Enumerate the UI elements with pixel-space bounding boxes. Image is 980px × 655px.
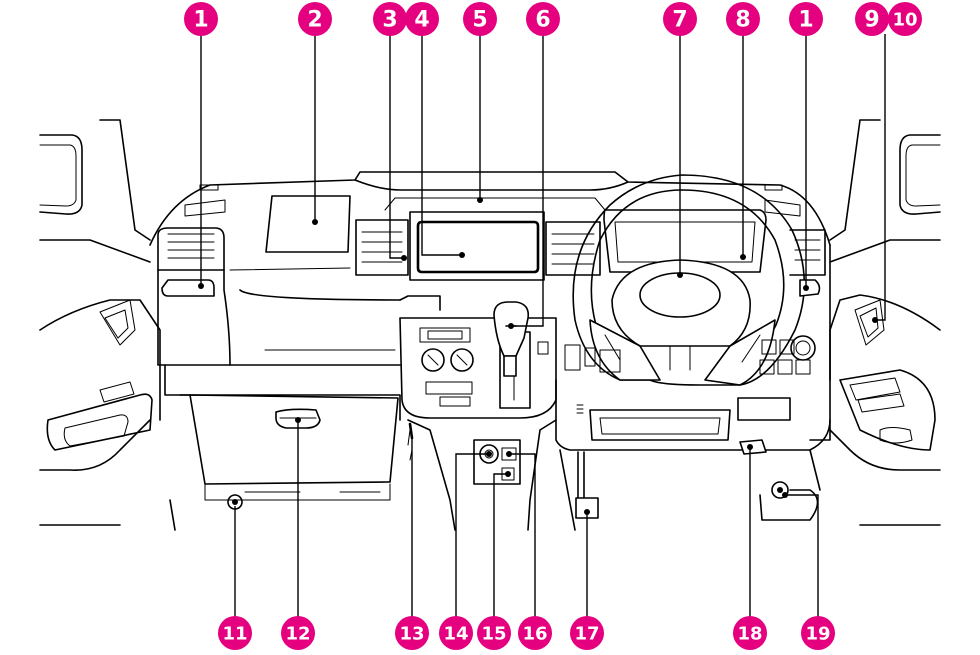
callout-badge-circle bbox=[570, 616, 604, 650]
callout-badge-16: 16 bbox=[518, 616, 552, 650]
center-right-vent bbox=[545, 221, 601, 276]
callout-badge-14: 14 bbox=[439, 616, 473, 650]
callout-badge-circle bbox=[463, 2, 497, 36]
callout-badge-circle bbox=[439, 616, 473, 650]
callout-badge-number: 19 bbox=[805, 624, 830, 645]
callout-badge-1: 1 bbox=[184, 2, 218, 36]
callout-badge-number: 11 bbox=[222, 624, 247, 645]
callout-badge-number: 15 bbox=[481, 624, 506, 645]
callout-badge-circle bbox=[373, 2, 407, 36]
callout-badge-number: 7 bbox=[672, 8, 687, 33]
callout-badge-11: 11 bbox=[218, 616, 252, 650]
callout-badge-circle bbox=[298, 2, 332, 36]
callout-badge-6: 6 bbox=[526, 2, 560, 36]
callout-badge-8: 8 bbox=[726, 2, 760, 36]
parking-brake-lever bbox=[408, 422, 414, 440]
audio-display bbox=[409, 211, 545, 281]
callout-badge-9: 9 bbox=[855, 2, 889, 36]
callout-badge-1: 1 bbox=[789, 2, 823, 36]
driver-lower-dash bbox=[555, 379, 831, 531]
callout-badge-circle bbox=[184, 2, 218, 36]
callout-badge-circle bbox=[518, 616, 552, 650]
callout-badge-circle bbox=[733, 616, 767, 650]
glove-box bbox=[189, 394, 399, 501]
callout-badge-circle bbox=[663, 2, 697, 36]
callout-badge-number: 13 bbox=[399, 624, 424, 645]
callout-badge-12: 12 bbox=[281, 616, 315, 650]
callout-badge-5: 5 bbox=[463, 2, 497, 36]
right-door-panel bbox=[829, 119, 941, 526]
callout-badge-number: 3 bbox=[382, 8, 397, 33]
center-console bbox=[399, 295, 557, 419]
callout-badge-circle bbox=[477, 616, 511, 650]
callout-badge-circle bbox=[855, 2, 889, 36]
callout-badge-number: 12 bbox=[285, 624, 310, 645]
driver-right-panel bbox=[564, 229, 831, 441]
callout-badge-circle bbox=[526, 2, 560, 36]
passenger-airbag-panel bbox=[265, 195, 351, 253]
callout-badge-number: 1 bbox=[193, 8, 208, 33]
callout-badge-18: 18 bbox=[733, 616, 767, 650]
left-dash-body bbox=[157, 269, 401, 421]
callout-badge-number: 2 bbox=[307, 8, 322, 33]
callout-badge-19: 19 bbox=[801, 616, 835, 650]
callout-badge-number: 4 bbox=[414, 8, 429, 33]
callout-badge-number: 5 bbox=[472, 8, 487, 33]
callout-badge-7: 7 bbox=[663, 2, 697, 36]
callout-badge-circle bbox=[726, 2, 760, 36]
callout-badge-10: 10 bbox=[888, 2, 922, 36]
callout-badge-circle bbox=[395, 616, 429, 650]
fuel-door-opener bbox=[759, 481, 819, 521]
callout-badge-circle bbox=[888, 2, 922, 36]
callout-badge-number: 14 bbox=[443, 624, 468, 645]
callout-badge-number: 6 bbox=[535, 8, 550, 33]
callout-badge-circle bbox=[405, 2, 439, 36]
callout-badge-2: 2 bbox=[298, 2, 332, 36]
center-tunnel bbox=[407, 419, 557, 531]
callout-badge-circle bbox=[281, 616, 315, 650]
left-vent bbox=[157, 227, 225, 297]
callout-badge-17: 17 bbox=[570, 616, 604, 650]
callout-badge-circle bbox=[801, 616, 835, 650]
callout-badge-number: 1 bbox=[798, 8, 813, 33]
left-door-panel bbox=[39, 119, 176, 531]
callout-badge-number: 18 bbox=[737, 624, 762, 645]
callout-badge-circle bbox=[218, 616, 252, 650]
callout-badge-4: 4 bbox=[405, 2, 439, 36]
callout-badge-number: 10 bbox=[892, 10, 917, 31]
callout-badge-15: 15 bbox=[477, 616, 511, 650]
callout-badge-13: 13 bbox=[395, 616, 429, 650]
leader-lines bbox=[198, 34, 886, 618]
fuse-cover bbox=[575, 451, 599, 519]
callout-badge-number: 9 bbox=[864, 8, 879, 33]
callout-badge-circle bbox=[789, 2, 823, 36]
callout-badge-number: 8 bbox=[735, 8, 750, 33]
callout-badge-3: 3 bbox=[373, 2, 407, 36]
callout-badge-number: 17 bbox=[574, 624, 599, 645]
steering-wheel bbox=[572, 174, 806, 386]
center-left-vent bbox=[355, 219, 409, 276]
dashboard-top bbox=[149, 171, 831, 271]
callout-badge-number: 16 bbox=[522, 624, 547, 645]
